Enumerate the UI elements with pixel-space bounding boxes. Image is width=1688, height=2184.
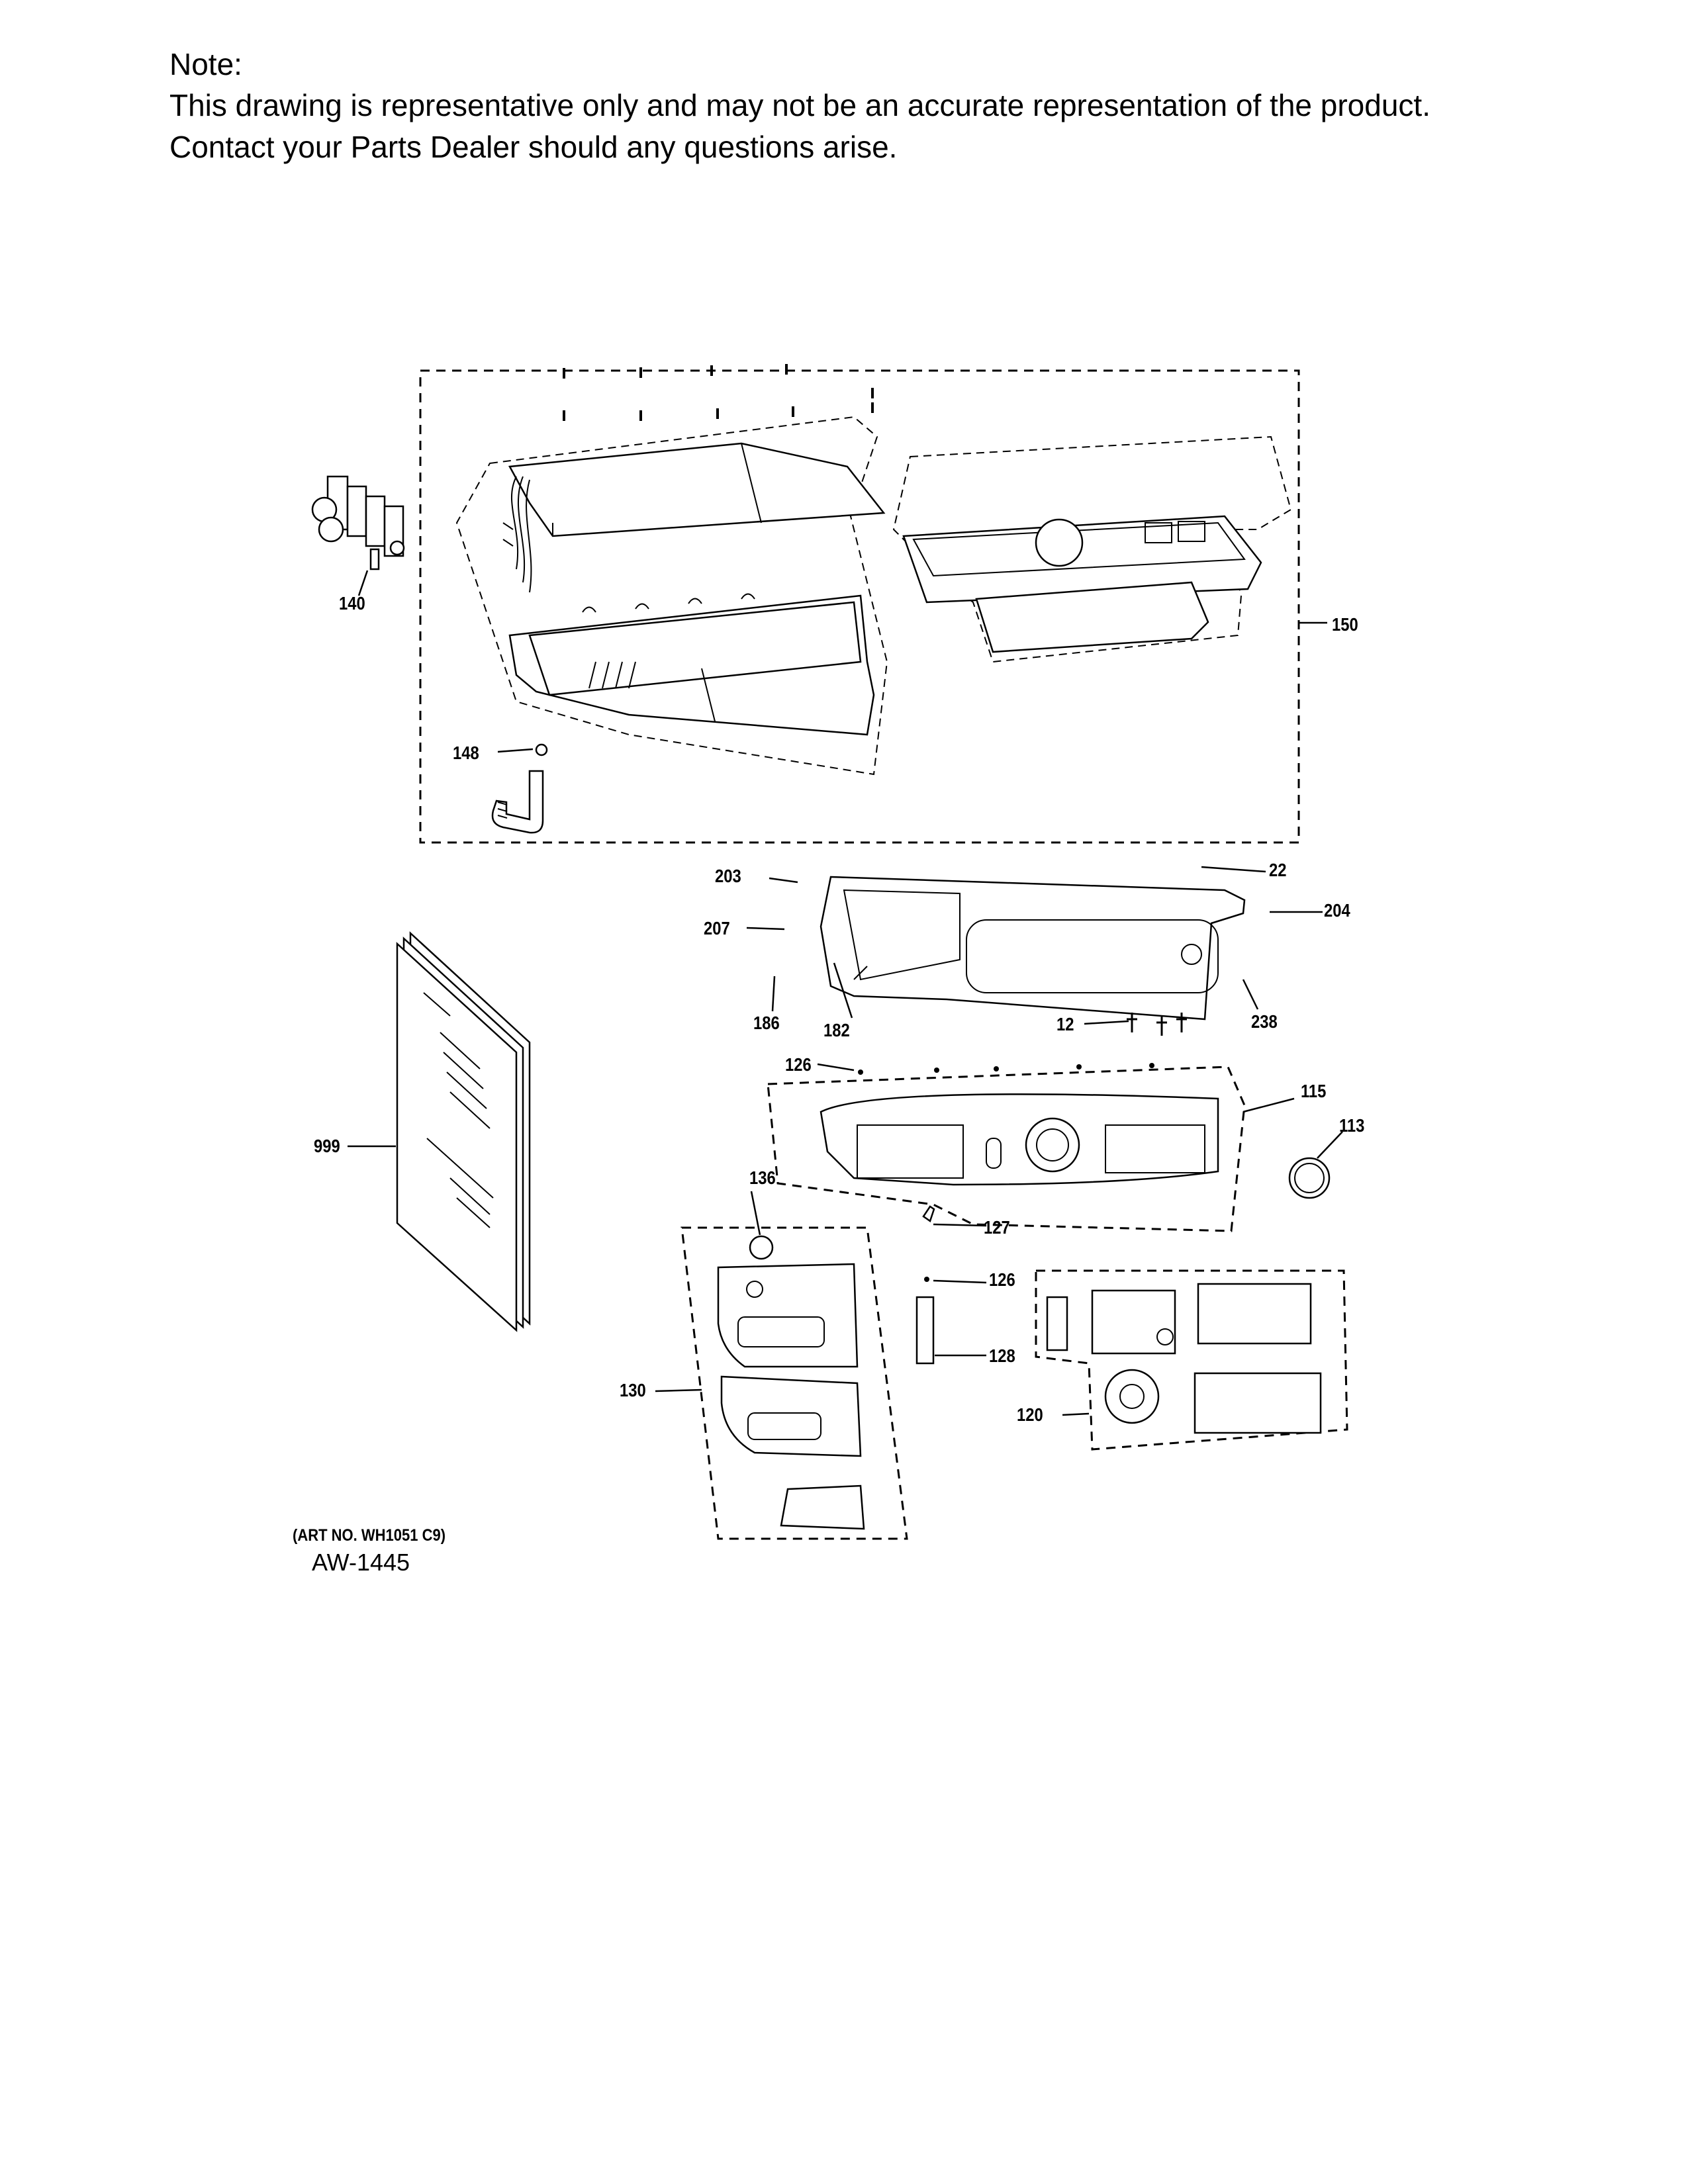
note-line-2: Contact your Parts Dealer should any que… <box>169 130 898 164</box>
switch-128 <box>915 1296 935 1365</box>
boards-120-boundary <box>1035 1269 1348 1451</box>
callout-207: 207 <box>704 918 730 938</box>
panel-bracket <box>720 1375 862 1457</box>
callout-238: 238 <box>1251 1011 1278 1032</box>
note-line-1: This drawing is representative only and … <box>169 88 1430 122</box>
dispenser-cover <box>502 442 886 593</box>
callout-140: 140 <box>339 593 365 614</box>
callout-126-top: 126 <box>785 1054 812 1075</box>
part-127 <box>922 1205 935 1222</box>
dispenser-drawer <box>902 515 1262 653</box>
water-valve-part <box>311 475 405 570</box>
control-panel-frame <box>820 876 1246 1021</box>
callout-128: 128 <box>989 1345 1015 1366</box>
panel-130-boundary <box>680 1226 908 1540</box>
console-part <box>820 1093 1219 1186</box>
callout-203: 203 <box>715 866 741 886</box>
console-boundary <box>767 1066 1246 1232</box>
screws-126 <box>858 1063 1154 1075</box>
callout-115: 115 <box>1301 1081 1327 1101</box>
callout-113: 113 <box>1339 1115 1365 1136</box>
control-boards <box>1046 1283 1322 1434</box>
callout-182: 182 <box>823 1020 850 1040</box>
callout-127: 127 <box>984 1217 1010 1238</box>
callout-12: 12 <box>1056 1014 1074 1034</box>
callout-999: 999 <box>314 1136 340 1156</box>
callout-22: 22 <box>1269 860 1287 880</box>
manual-part <box>396 931 531 1332</box>
callout-148: 148 <box>453 743 479 763</box>
callout-120: 120 <box>1017 1404 1043 1425</box>
callout-186: 186 <box>753 1013 780 1033</box>
callout-130: 130 <box>620 1380 646 1400</box>
callout-204: 204 <box>1324 900 1350 921</box>
assembly-150-boundary <box>419 369 1300 844</box>
callout-126-bottom: 126 <box>989 1269 1015 1290</box>
screws-row <box>563 364 874 421</box>
clips-12 <box>1127 1013 1187 1036</box>
dispenser-base <box>508 593 875 736</box>
panel-latch <box>780 1484 865 1530</box>
panel-front <box>717 1263 859 1368</box>
note-heading: Note: <box>169 47 242 81</box>
diagram-code: AW-1445 <box>312 1549 410 1576</box>
logo-badge-136 <box>749 1235 774 1260</box>
callout-136: 136 <box>749 1167 776 1188</box>
drain-hose-part <box>491 743 548 834</box>
callout-150: 150 <box>1332 614 1358 635</box>
art-number: (ART NO. WH1051 C9) <box>293 1526 446 1545</box>
